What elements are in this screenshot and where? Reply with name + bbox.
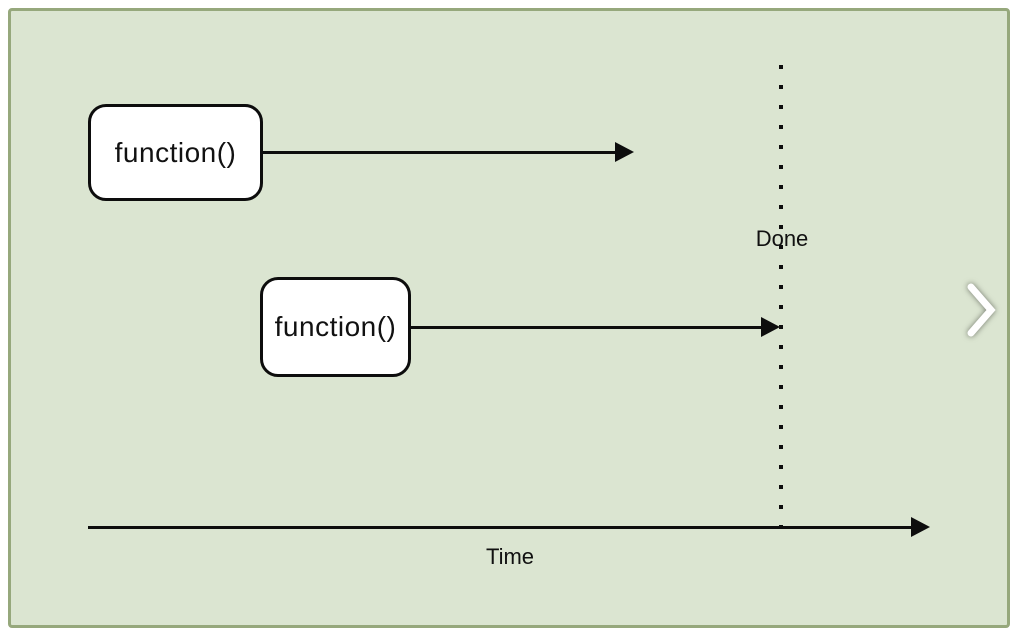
next-button[interactable]: [961, 279, 1001, 343]
call-arrow-2-line: [411, 326, 761, 329]
call-arrow-1-line: [263, 151, 615, 154]
call-arrow-2-head: [761, 317, 780, 337]
time-axis-line: [88, 526, 911, 529]
call-arrow-1-head: [615, 142, 634, 162]
chevron-right-icon: [964, 280, 998, 343]
diagram-canvas: function() function() Done Time: [8, 8, 1010, 628]
time-axis-label: Time: [485, 544, 535, 569]
function-node-2-label: function(): [274, 311, 397, 342]
done-deadline-line: [779, 65, 783, 527]
function-node-1: function(): [88, 104, 263, 201]
function-node-1-label: function(): [114, 136, 237, 168]
function-node-2: function(): [260, 277, 411, 377]
done-label: Done: [755, 226, 809, 251]
time-axis-head: [911, 517, 930, 537]
